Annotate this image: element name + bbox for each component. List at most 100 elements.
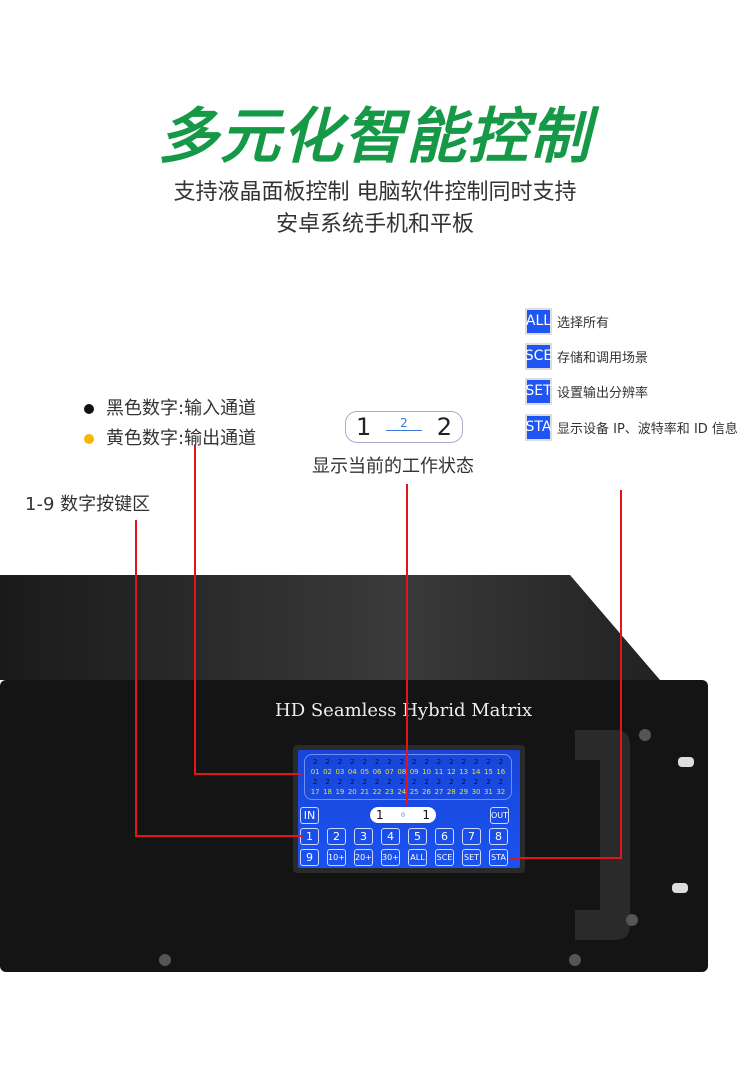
output-channel: 32 (496, 788, 506, 796)
legend-sce: SCE 存储和调用场景 (525, 342, 648, 370)
input-channel: 2 (411, 758, 417, 766)
input-channel: 2 (350, 778, 355, 786)
key-set-icon: SET (525, 377, 552, 405)
lcd-key-4[interactable]: 4 (381, 828, 400, 845)
status-to: 2 (436, 413, 452, 441)
black-bullet-icon (84, 404, 94, 414)
key-sta-icon: STA (525, 413, 552, 441)
output-channel: 07 (384, 768, 394, 776)
output-channel: 20 (347, 788, 357, 796)
input-channel: 2 (312, 778, 318, 786)
input-channel: 2 (473, 778, 479, 786)
legend-desc: 设置输出分辨率 (557, 385, 649, 401)
input-channel: 2 (362, 778, 367, 786)
output-channel: 04 (347, 768, 357, 776)
legend-desc: 存储和调用场景 (557, 350, 649, 366)
lcd-in-button[interactable]: IN (300, 807, 319, 824)
input-channel: 2 (312, 758, 318, 766)
channel-column: 2 05 2 21 (360, 757, 369, 797)
lcd-key-30-plus[interactable]: 30+ (381, 849, 400, 866)
input-channel: 2 (374, 778, 380, 786)
input-channel: 2 (337, 778, 343, 786)
lcd-key-3[interactable]: 3 (354, 828, 373, 845)
output-channel: 13 (459, 768, 469, 776)
lcd-key-6[interactable]: 6 (435, 828, 454, 845)
input-channel: 2 (461, 778, 466, 786)
input-channel: 2 (424, 778, 429, 786)
output-channel: 05 (360, 768, 370, 776)
pointer-line (510, 857, 622, 859)
screw-icon (639, 729, 651, 741)
channel-column: 2 04 2 20 (348, 757, 357, 797)
output-channel: 19 (335, 788, 345, 796)
pointer-line (194, 445, 196, 774)
pointer-line (194, 773, 302, 775)
screw-icon (569, 954, 581, 966)
output-channel: 29 (459, 788, 469, 796)
input-channel: 2 (399, 758, 405, 766)
page-title: 多元化智能控制 (158, 102, 592, 172)
output-channel: 22 (372, 788, 382, 796)
lcd-key-7[interactable]: 7 (462, 828, 481, 845)
output-channel: 24 (397, 788, 407, 796)
legend-set: SET 设置输出分辨率 (525, 377, 648, 405)
label-text: 黑色数字:输入通道 (106, 398, 257, 419)
rack-hole (672, 883, 688, 893)
lcd-key-sta[interactable]: STA (489, 849, 508, 866)
output-channel: 16 (496, 768, 506, 776)
status-from: 1 (356, 413, 372, 441)
pointer-line (135, 835, 303, 837)
input-channel: 2 (486, 758, 491, 766)
rack-hole (678, 757, 694, 767)
input-channel: 2 (337, 758, 343, 766)
input-channel: 2 (374, 758, 380, 766)
yellow-bullet-icon (84, 434, 94, 444)
label-status-caption: 显示当前的工作状态 (312, 456, 474, 477)
input-channel: 2 (473, 758, 479, 766)
handle (575, 730, 630, 940)
output-channel: 21 (360, 788, 370, 796)
lcd-key-9[interactable]: 9 (300, 849, 319, 866)
output-channel: 28 (446, 788, 456, 796)
subtitle-line-2: 安卓系统手机和平板 (275, 212, 474, 237)
channel-column: 2 08 2 24 (397, 757, 406, 797)
lcd-out-button[interactable]: OUT (490, 807, 509, 824)
lcd-key-8[interactable]: 8 (489, 828, 508, 845)
lcd-key-2[interactable]: 2 (327, 828, 346, 845)
input-channel: 2 (424, 758, 429, 766)
input-channel: 2 (362, 758, 367, 766)
lcd-key-20-plus[interactable]: 20+ (354, 849, 373, 866)
input-channel: 2 (411, 778, 417, 786)
output-channel: 17 (310, 788, 320, 796)
input-channel: 2 (350, 758, 355, 766)
screw-icon (159, 954, 171, 966)
output-channel: 14 (471, 768, 481, 776)
input-channel: 2 (399, 778, 405, 786)
lcd-key-5[interactable]: 5 (408, 828, 427, 845)
key-all-icon: ALL (525, 307, 552, 335)
chassis-top (0, 575, 660, 680)
lcd-status-mid: 0 (401, 811, 405, 819)
lcd-key-sce[interactable]: SCE (435, 849, 454, 866)
lcd-status-to: 1 (422, 808, 430, 822)
output-channel: 27 (434, 788, 444, 796)
input-channel: 2 (498, 758, 504, 766)
key-sce-icon: SCE (525, 342, 552, 370)
lcd-key-all[interactable]: ALL (408, 849, 427, 866)
lcd-key-set[interactable]: SET (462, 849, 481, 866)
lcd-key-10-plus[interactable]: 10+ (327, 849, 346, 866)
output-channel: 18 (323, 788, 333, 796)
lcd-key-1[interactable]: 1 (300, 828, 319, 845)
output-channel: 08 (397, 768, 407, 776)
